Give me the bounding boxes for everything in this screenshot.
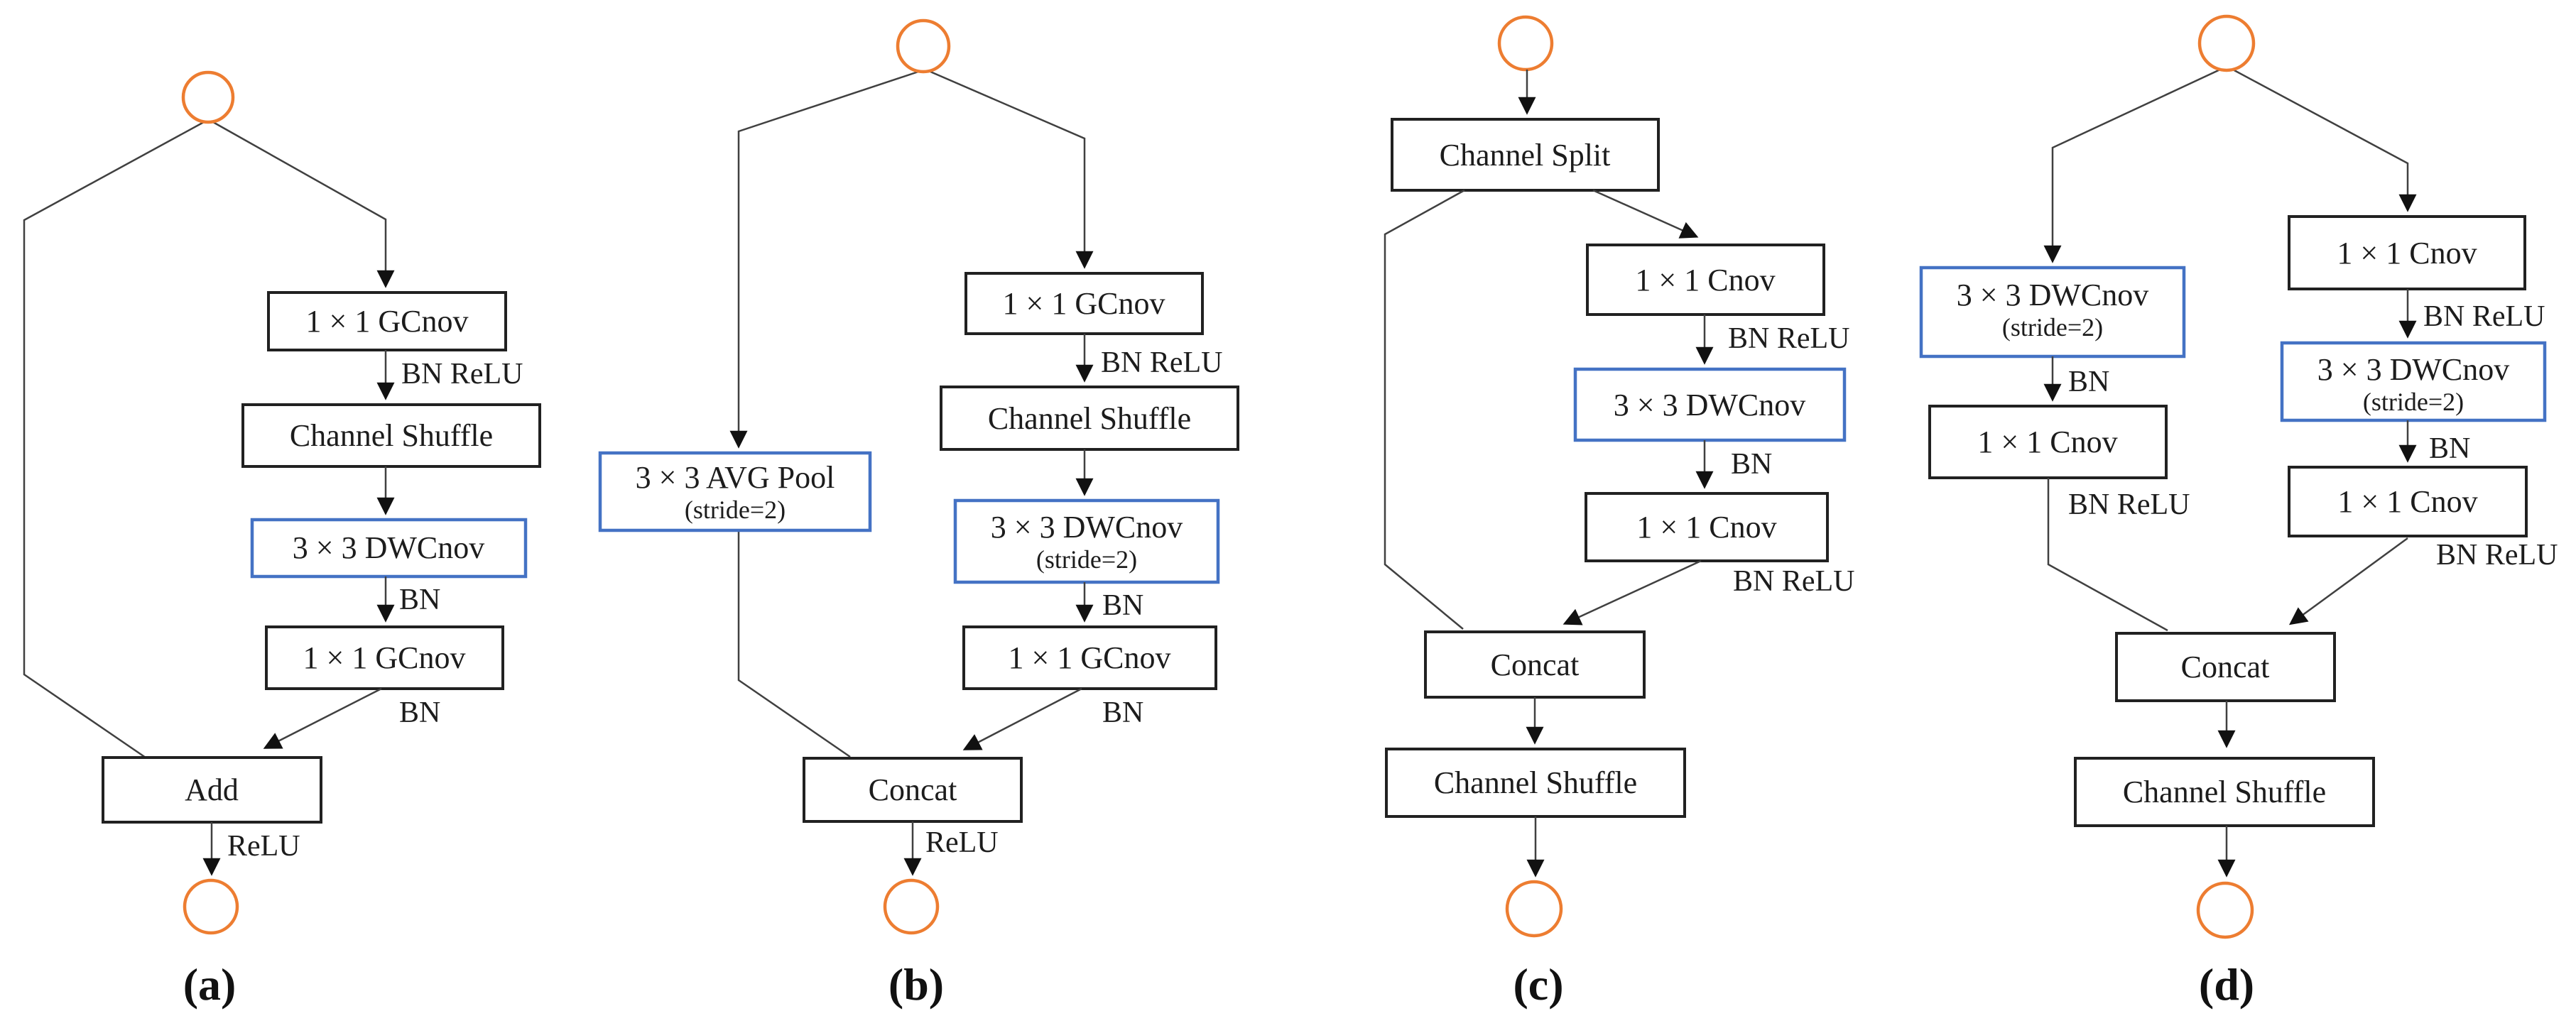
- panel-caption: (a): [183, 959, 237, 1010]
- block-label: 3 × 3 DWCnov: [991, 510, 1183, 545]
- block-sublabel: (stride=2): [2002, 313, 2103, 341]
- skip-connection-line: [1384, 189, 1465, 630]
- channel-split-box: [1391, 118, 1660, 192]
- edge-label: BN ReLU: [1733, 565, 1855, 598]
- block-label: 1 × 1 Cnov: [2337, 236, 2477, 270]
- block-label: Concat: [869, 772, 957, 807]
- block-label: 3 × 3 DWCnov: [1957, 278, 2148, 312]
- panel-d: 3 × 3 DWCnov (stride=2) BN 1 × 1 Cnov BN…: [1919, 14, 2558, 1010]
- flow-arrow: [212, 121, 395, 288]
- block-label: Channel Shuffle: [2123, 775, 2326, 809]
- edge-label: BN: [2068, 366, 2109, 398]
- input-node-circle: [2197, 14, 2256, 72]
- flow-arrow: [962, 687, 1082, 750]
- block-label: 1 × 1 GCnov: [1009, 640, 1171, 675]
- edge-label: BN: [399, 696, 440, 729]
- block-label: 1 × 1 Cnov: [2337, 484, 2477, 519]
- concat-block-box: [2115, 632, 2336, 702]
- block-label: 3 × 3 DWCnov: [293, 530, 484, 565]
- flow-arrow: [930, 70, 1094, 269]
- edge-label: BN ReLU: [2436, 539, 2558, 572]
- flow-arrow: [2288, 537, 2408, 625]
- block-label: 3 × 3 DWCnov: [2317, 352, 2509, 387]
- conv-block-box: [267, 291, 507, 351]
- flow-arrow: [1592, 189, 1699, 239]
- panel-b: 3 × 3 AVG Pool (stride=2) 1 × 1 GCnov BN…: [598, 18, 1239, 1010]
- dwconv-block-box-highlighted: [953, 498, 1220, 584]
- block-label: 3 × 3 AVG Pool: [636, 460, 835, 495]
- conv-block-box: [1928, 405, 2168, 479]
- edge-label: BN ReLU: [1101, 346, 1223, 379]
- edge-label: BN: [1102, 589, 1143, 622]
- input-node-circle: [896, 18, 951, 74]
- flow-arrow: [263, 687, 382, 749]
- block-label: 1 × 1 Cnov: [1977, 425, 2117, 459]
- conv-block-box: [962, 625, 1217, 690]
- output-node-circle: [2196, 881, 2254, 939]
- input-node-circle: [181, 70, 235, 124]
- flow-arrow: [729, 70, 919, 449]
- channel-shuffle-box: [1385, 748, 1686, 818]
- channel-shuffle-box: [2074, 757, 2375, 827]
- edge-label: BN: [2429, 432, 2470, 465]
- flow-arrow: [1563, 559, 1702, 625]
- edge-label: BN ReLU: [401, 358, 523, 390]
- avgpool-block-box-highlighted: [598, 451, 872, 532]
- branch-line: [737, 530, 851, 758]
- block-label: Concat: [1491, 647, 1580, 682]
- block-label: 1 × 1 Cnov: [1635, 263, 1775, 297]
- output-node-circle: [883, 878, 940, 935]
- block-label: 1 × 1 GCnov: [306, 304, 469, 339]
- conv-block-box: [265, 625, 504, 690]
- edge-label: BN ReLU: [2423, 300, 2545, 333]
- panel-c: Channel Split 1 × 1 Cnov BN ReLU 3 × 3 D…: [1384, 15, 1855, 1010]
- block-label: Channel Split: [1440, 138, 1611, 173]
- block-label: Concat: [2181, 650, 2270, 684]
- block-label: 3 × 3 DWCnov: [1614, 388, 1805, 422]
- dwconv-block-box-highlighted: [2280, 341, 2547, 422]
- panel-caption: (d): [2199, 959, 2254, 1010]
- panel-caption: (b): [888, 959, 944, 1010]
- edge-label: BN: [399, 584, 440, 616]
- panel-a: 1 × 1 GCnov BN ReLU Channel Shuffle 3 × …: [23, 70, 541, 1010]
- edge-label: BN ReLU: [2068, 488, 2190, 521]
- edge-label: ReLU: [227, 830, 300, 863]
- block-label: Channel Shuffle: [988, 401, 1191, 436]
- block-label: Channel Shuffle: [1434, 765, 1637, 800]
- edge-label: BN ReLU: [1728, 322, 1850, 355]
- panel-caption: (c): [1513, 959, 1563, 1010]
- block-sublabel: (stride=2): [685, 496, 786, 524]
- block-sublabel: (stride=2): [1036, 545, 1137, 574]
- edge-label: BN: [1102, 696, 1143, 729]
- block-sublabel: (stride=2): [2363, 388, 2464, 416]
- block-label: 1 × 1 GCnov: [1003, 286, 1165, 321]
- conv-block-box: [1586, 244, 1825, 316]
- input-node-circle: [1497, 15, 1554, 72]
- channel-shuffle-box: [940, 386, 1239, 451]
- dwconv-block-box-highlighted: [1573, 367, 1847, 442]
- conv-block-box: [1585, 492, 1829, 562]
- output-node-circle: [183, 878, 239, 935]
- skip-connection-line: [23, 121, 205, 759]
- dwconv-block-box-highlighted: [250, 518, 528, 579]
- conv-block-box: [2288, 466, 2528, 537]
- branch-line: [2047, 478, 2168, 632]
- edge-label: BN: [1731, 448, 1772, 481]
- flow-arrow: [2043, 67, 2222, 263]
- concat-block-box: [803, 757, 1023, 823]
- conv-block-box: [964, 272, 1204, 335]
- edge-label: ReLU: [925, 826, 999, 859]
- block-label: 1 × 1 GCnov: [303, 640, 466, 675]
- channel-shuffle-box: [241, 403, 541, 468]
- add-block-box: [102, 756, 322, 824]
- block-label: Add: [185, 772, 239, 807]
- block-label: Channel Shuffle: [290, 418, 493, 453]
- flow-arrow: [2231, 67, 2417, 212]
- concat-block-box: [1424, 630, 1646, 699]
- conv-block-box: [2288, 215, 2526, 290]
- block-label: 1 × 1 Cnov: [1636, 510, 1776, 545]
- output-node-circle: [1505, 880, 1563, 938]
